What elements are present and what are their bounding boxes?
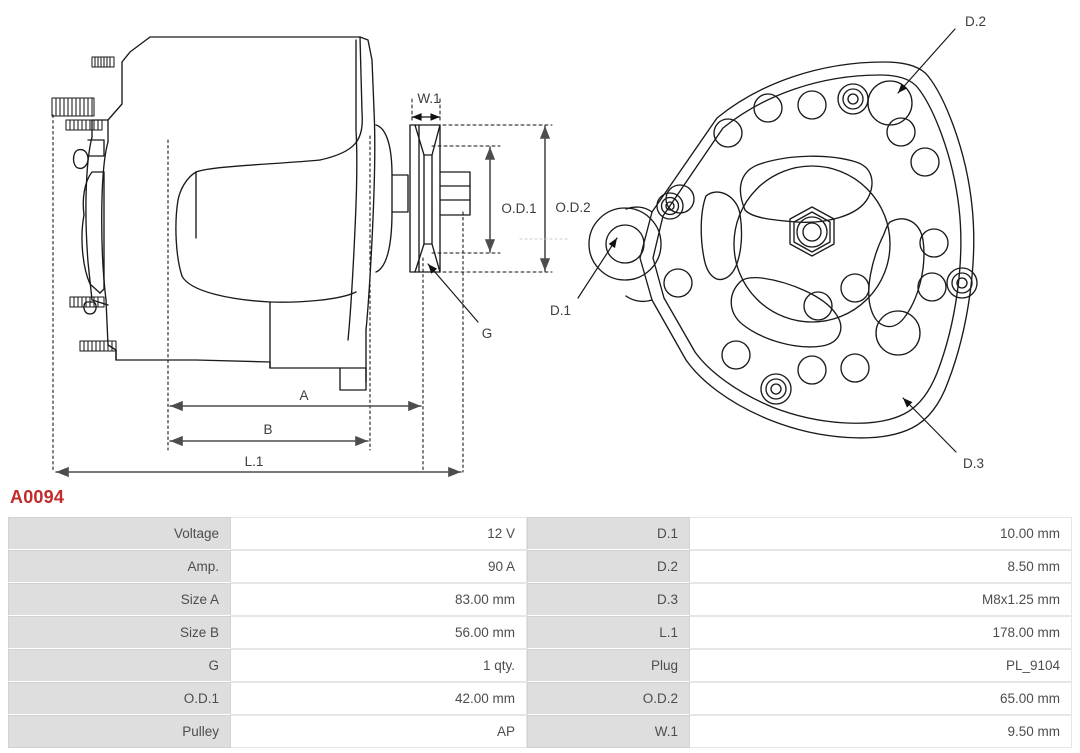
dim-label-a: A — [299, 388, 308, 403]
spec-label: D.2 — [527, 550, 690, 583]
spec-label: Plug — [527, 649, 690, 682]
spec-label: Amp. — [8, 550, 231, 583]
dim-label-g: G — [482, 326, 493, 341]
spec-value: 56.00 mm — [231, 616, 527, 649]
part-number-title: A0094 — [10, 487, 65, 507]
table-row: Voltage 12 V D.1 10.00 mm — [8, 517, 1072, 550]
dim-label-d2: D.2 — [965, 14, 986, 29]
spec-value: 10.00 mm — [690, 517, 1072, 550]
spec-value: M8x1.25 mm — [690, 583, 1072, 616]
specification-table: Voltage 12 V D.1 10.00 mm Amp. 90 A D.2 … — [8, 517, 1072, 748]
spec-value: 8.50 mm — [690, 550, 1072, 583]
spec-value: 9.50 mm — [690, 715, 1072, 748]
spec-label: D.1 — [527, 517, 690, 550]
spec-label: O.D.1 — [8, 682, 231, 715]
spec-label: O.D.2 — [527, 682, 690, 715]
spec-label: Size B — [8, 616, 231, 649]
dim-label-d1: D.1 — [550, 303, 571, 318]
spec-value: 1 qty. — [231, 649, 527, 682]
dim-label-od2: O.D.2 — [555, 200, 590, 215]
spec-label: Voltage — [8, 517, 231, 550]
technical-drawings-area: W.1 O.D.1 O.D.2 G A B L.1 — [51, 14, 986, 478]
spec-label: D.3 — [527, 583, 690, 616]
spec-value: PL_9104 — [690, 649, 1072, 682]
spec-label: L.1 — [527, 616, 690, 649]
dim-label-b: B — [263, 422, 272, 437]
table-row: Size A 83.00 mm D.3 M8x1.25 mm — [8, 583, 1072, 616]
spec-label: Size A — [8, 583, 231, 616]
spec-label: Pulley — [8, 715, 231, 748]
spec-label: W.1 — [527, 715, 690, 748]
spec-value: 83.00 mm — [231, 583, 527, 616]
spec-value: 90 A — [231, 550, 527, 583]
dim-label-od1: O.D.1 — [501, 201, 536, 216]
dim-label-w1: W.1 — [417, 91, 440, 106]
table-row: Pulley AP W.1 9.50 mm — [8, 715, 1072, 748]
spec-value: 65.00 mm — [690, 682, 1072, 715]
spec-label: G — [8, 649, 231, 682]
alternator-side-profile-drawing — [51, 36, 571, 478]
table-row: G 1 qty. Plug PL_9104 — [8, 649, 1072, 682]
table-row: Amp. 90 A D.2 8.50 mm — [8, 550, 1072, 583]
spec-value: 12 V — [231, 517, 527, 550]
dim-label-d3: D.3 — [963, 456, 984, 471]
table-row: O.D.1 42.00 mm O.D.2 65.00 mm — [8, 682, 1072, 715]
table-row: Size B 56.00 mm L.1 178.00 mm — [8, 616, 1072, 649]
spec-value: 42.00 mm — [231, 682, 527, 715]
alternator-rear-face-drawing — [577, 28, 978, 453]
dim-label-l1: L.1 — [245, 454, 264, 469]
specification-table-body: Voltage 12 V D.1 10.00 mm Amp. 90 A D.2 … — [8, 517, 1072, 748]
spec-value: 178.00 mm — [690, 616, 1072, 649]
spec-value: AP — [231, 715, 527, 748]
